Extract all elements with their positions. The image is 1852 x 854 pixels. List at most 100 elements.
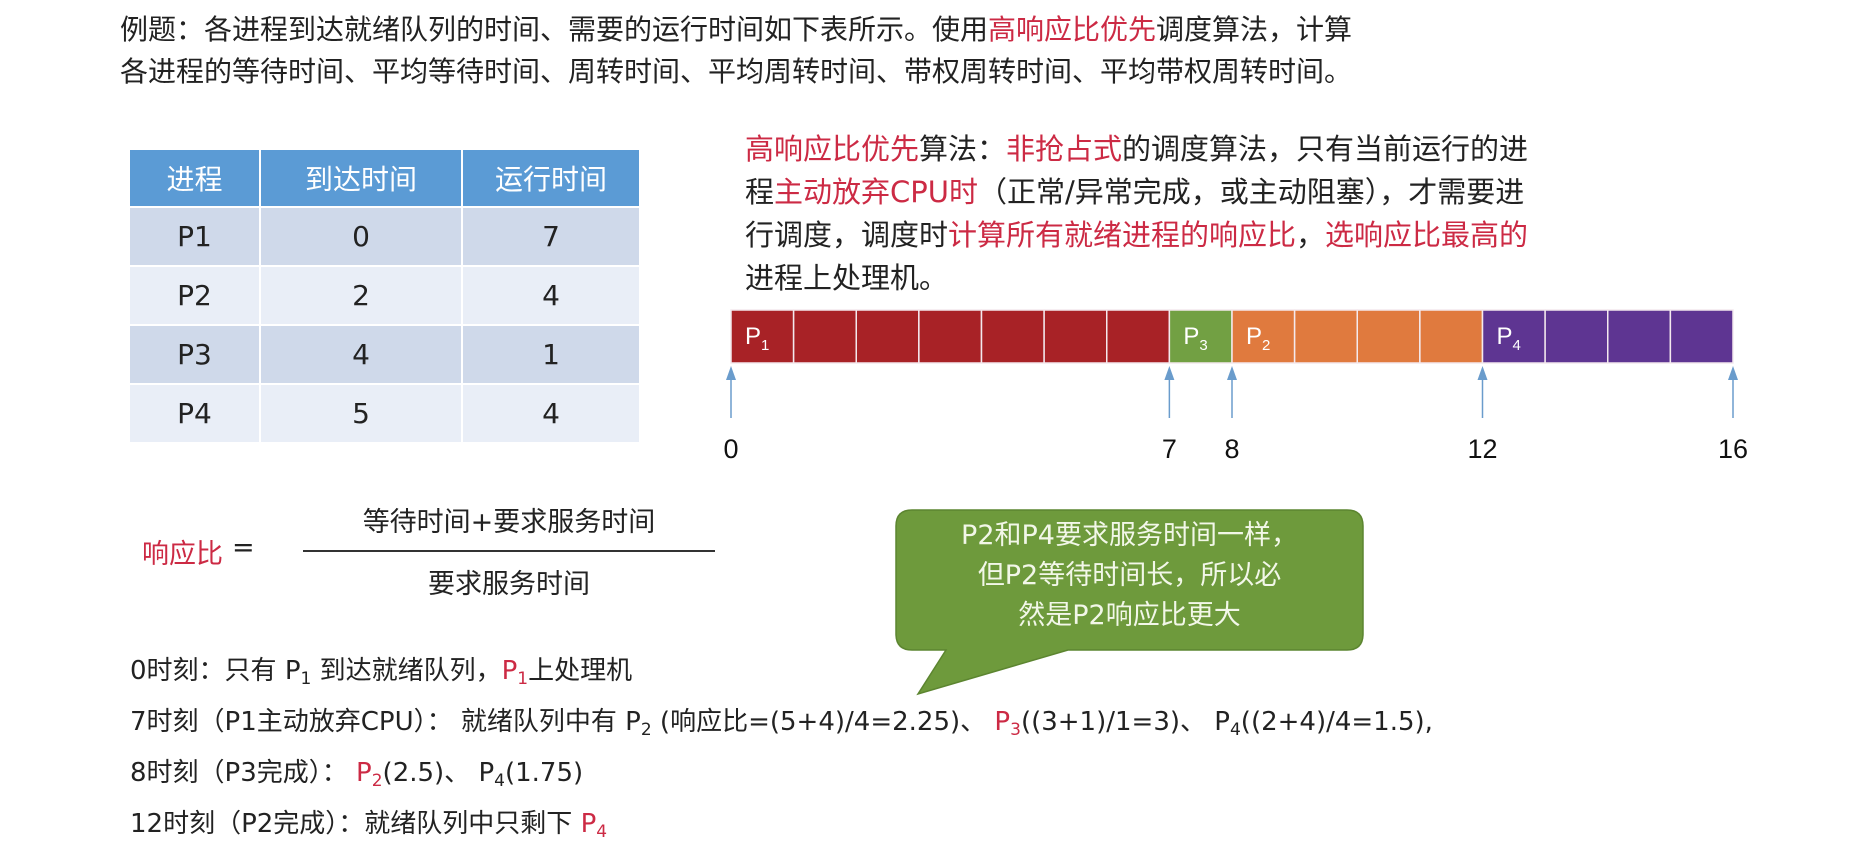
text-run: 0时刻：只有 — [130, 656, 285, 686]
subscript: 2 — [640, 720, 652, 740]
segment-label-subscript: 1 — [761, 337, 769, 354]
text-run: ((2+4)/4=1.5), — [1240, 707, 1433, 737]
cell-run: 1 — [463, 326, 639, 383]
table-row: P1 0 7 — [130, 208, 639, 265]
text-run: (2.5)、 — [382, 758, 479, 788]
text-run: 程 — [745, 175, 775, 209]
text-run: 非抢占式 — [1006, 132, 1123, 166]
text-run: 例题：各进程到达就绪队列的时间、需要的运行时间如下表所示。使用 — [120, 13, 989, 46]
time-marker-label: 8 — [1224, 434, 1239, 464]
time-marker-label: 12 — [1467, 434, 1497, 464]
subscript: 4 — [596, 822, 608, 842]
text-run: 12时刻（P2完成）：就绪队列中只剩下 — [130, 809, 581, 839]
time-marker-label: 0 — [723, 434, 738, 464]
cell-run: 4 — [463, 385, 639, 442]
step-line: 8时刻（P3完成）： P2(2.5)、 P4(1.75) — [130, 752, 1433, 803]
gantt-cell — [1231, 309, 1296, 364]
subscript: 2 — [371, 771, 383, 791]
subscript: 1 — [300, 669, 312, 689]
description-line: 高响应比优先算法：非抢占式的调度算法，只有当前运行的进 — [745, 128, 1745, 171]
cell-run: 4 — [463, 267, 639, 324]
formula-numerator: 等待时间+要求服务时间 — [362, 507, 656, 538]
text-run: 算法： — [919, 132, 1007, 166]
formula-denominator: 要求服务时间 — [428, 569, 590, 600]
gantt-cell — [980, 309, 1045, 364]
arrow-up-icon — [726, 366, 736, 380]
cell-process: P1 — [130, 208, 259, 265]
cell-process: P3 — [130, 326, 259, 383]
cell-process: P4 — [130, 385, 259, 442]
callout-line: P2和P4要求服务时间一样， — [961, 520, 1298, 551]
segment-label-subscript: 3 — [1199, 337, 1207, 354]
cell-arrival: 4 — [261, 326, 461, 383]
text-run: 上处理机 — [528, 656, 633, 686]
callout-text: P2和P4要求服务时间一样， 但P2等待时间长，所以必 然是P2响应比更大 — [896, 516, 1363, 636]
process-ref: P2 — [625, 707, 652, 740]
header-run-time: 运行时间 — [463, 150, 639, 206]
segment-label-subscript: 2 — [1262, 337, 1270, 354]
gantt-cell — [1544, 309, 1609, 364]
scheduling-steps: 0时刻：只有 P1 到达就绪队列，P1上处理机 7时刻（P1主动放弃CPU）： … — [130, 650, 1433, 854]
gantt-cell — [918, 309, 983, 364]
text-run: 选响应比最高的 — [1325, 218, 1529, 252]
callout-line: 然是P2响应比更大 — [1018, 600, 1241, 631]
callout-bubble — [895, 509, 1364, 696]
text-run: 高响应比优先 — [988, 13, 1157, 46]
text-run: 到达就绪队列， — [311, 656, 502, 686]
cell-arrival: 5 — [261, 385, 461, 442]
header-arrival-time: 到达时间 — [261, 150, 461, 206]
problem-title-line2: 各进程的等待时间、平均等待时间、周转时间、平均周转时间、带权周转时间、平均带权周… — [120, 55, 1353, 88]
formula-lhs: 响应比 — [142, 539, 223, 570]
text-run: 主动放弃CPU时 — [774, 175, 978, 209]
cell-arrival: 0 — [261, 208, 461, 265]
cell-process: P2 — [130, 267, 259, 324]
process-ref: P2 — [356, 758, 383, 791]
gantt-cell — [855, 309, 920, 364]
process-ref: P1 — [284, 656, 312, 689]
text-run: 进程上处理机。 — [745, 261, 949, 295]
arrow-up-icon — [1164, 366, 1175, 380]
text-run: （正常/异常完成，或主动阻塞），才需要进 — [977, 175, 1525, 209]
process-ref: P4 — [580, 809, 608, 842]
time-marker-label: 16 — [1718, 434, 1748, 464]
text-run: 7时刻（P1主动放弃CPU）： 就绪队列中有 — [130, 707, 626, 737]
process-ref: P1 — [501, 656, 529, 689]
step-line: 12时刻（P2完成）：就绪队列中只剩下 P4 — [130, 803, 1433, 854]
text-run: ， — [1296, 218, 1326, 252]
text-run: (1.75) — [504, 758, 584, 788]
subscript: 4 — [494, 771, 505, 791]
subscript: 4 — [1229, 720, 1241, 740]
gantt-cell — [1669, 309, 1734, 364]
segment-label-subscript: 4 — [1513, 337, 1521, 354]
gantt-cell — [1106, 309, 1171, 364]
gantt-cell — [792, 309, 857, 364]
process-ref: P4 — [478, 758, 505, 791]
text-run: 的调度算法，只有当前运行的进 — [1122, 132, 1529, 166]
text-run: 8时刻（P3完成）： — [130, 758, 357, 788]
description-line: 进程上处理机。 — [745, 257, 1745, 300]
table-header-row: 进程 到达时间 运行时间 — [130, 150, 639, 206]
algorithm-description: 高响应比优先算法：非抢占式的调度算法，只有当前运行的进 程主动放弃CPU时（正常… — [745, 128, 1745, 300]
cell-run: 7 — [463, 208, 639, 265]
step-line: 7时刻（P1主动放弃CPU）： 就绪队列中有 P2 (响应比=(5+4)/4=2… — [130, 701, 1433, 752]
cell-arrival: 2 — [261, 267, 461, 324]
gantt-cell — [1356, 309, 1421, 364]
text-run: 调度算法，计算 — [1156, 13, 1353, 46]
time-marker-label: 7 — [1162, 434, 1177, 464]
process-ref: P3 — [994, 707, 1021, 740]
arrow-up-icon — [1477, 366, 1488, 380]
text-run: 计算所有就绪进程的响应比 — [948, 218, 1297, 252]
process-table: 进程 到达时间 运行时间 P1 0 7 P2 2 4 P3 4 1 P4 5 4 — [128, 148, 641, 444]
arrow-up-icon — [1227, 366, 1237, 380]
gantt-cell — [1481, 309, 1546, 364]
process-ref: P4 — [1214, 707, 1241, 740]
text-run: ((3+1)/1=3)、 — [1020, 707, 1215, 737]
formula-equals: = — [232, 532, 255, 563]
gantt-cell — [730, 309, 795, 364]
table-row: P2 2 4 — [130, 267, 639, 324]
text-run: 行调度，调度时 — [745, 218, 949, 252]
table-row: P3 4 1 — [130, 326, 639, 383]
description-line: 行调度，调度时计算所有就绪进程的响应比，选响应比最高的 — [745, 214, 1745, 257]
description-line: 程主动放弃CPU时（正常/异常完成，或主动阻塞），才需要进 — [745, 171, 1745, 214]
